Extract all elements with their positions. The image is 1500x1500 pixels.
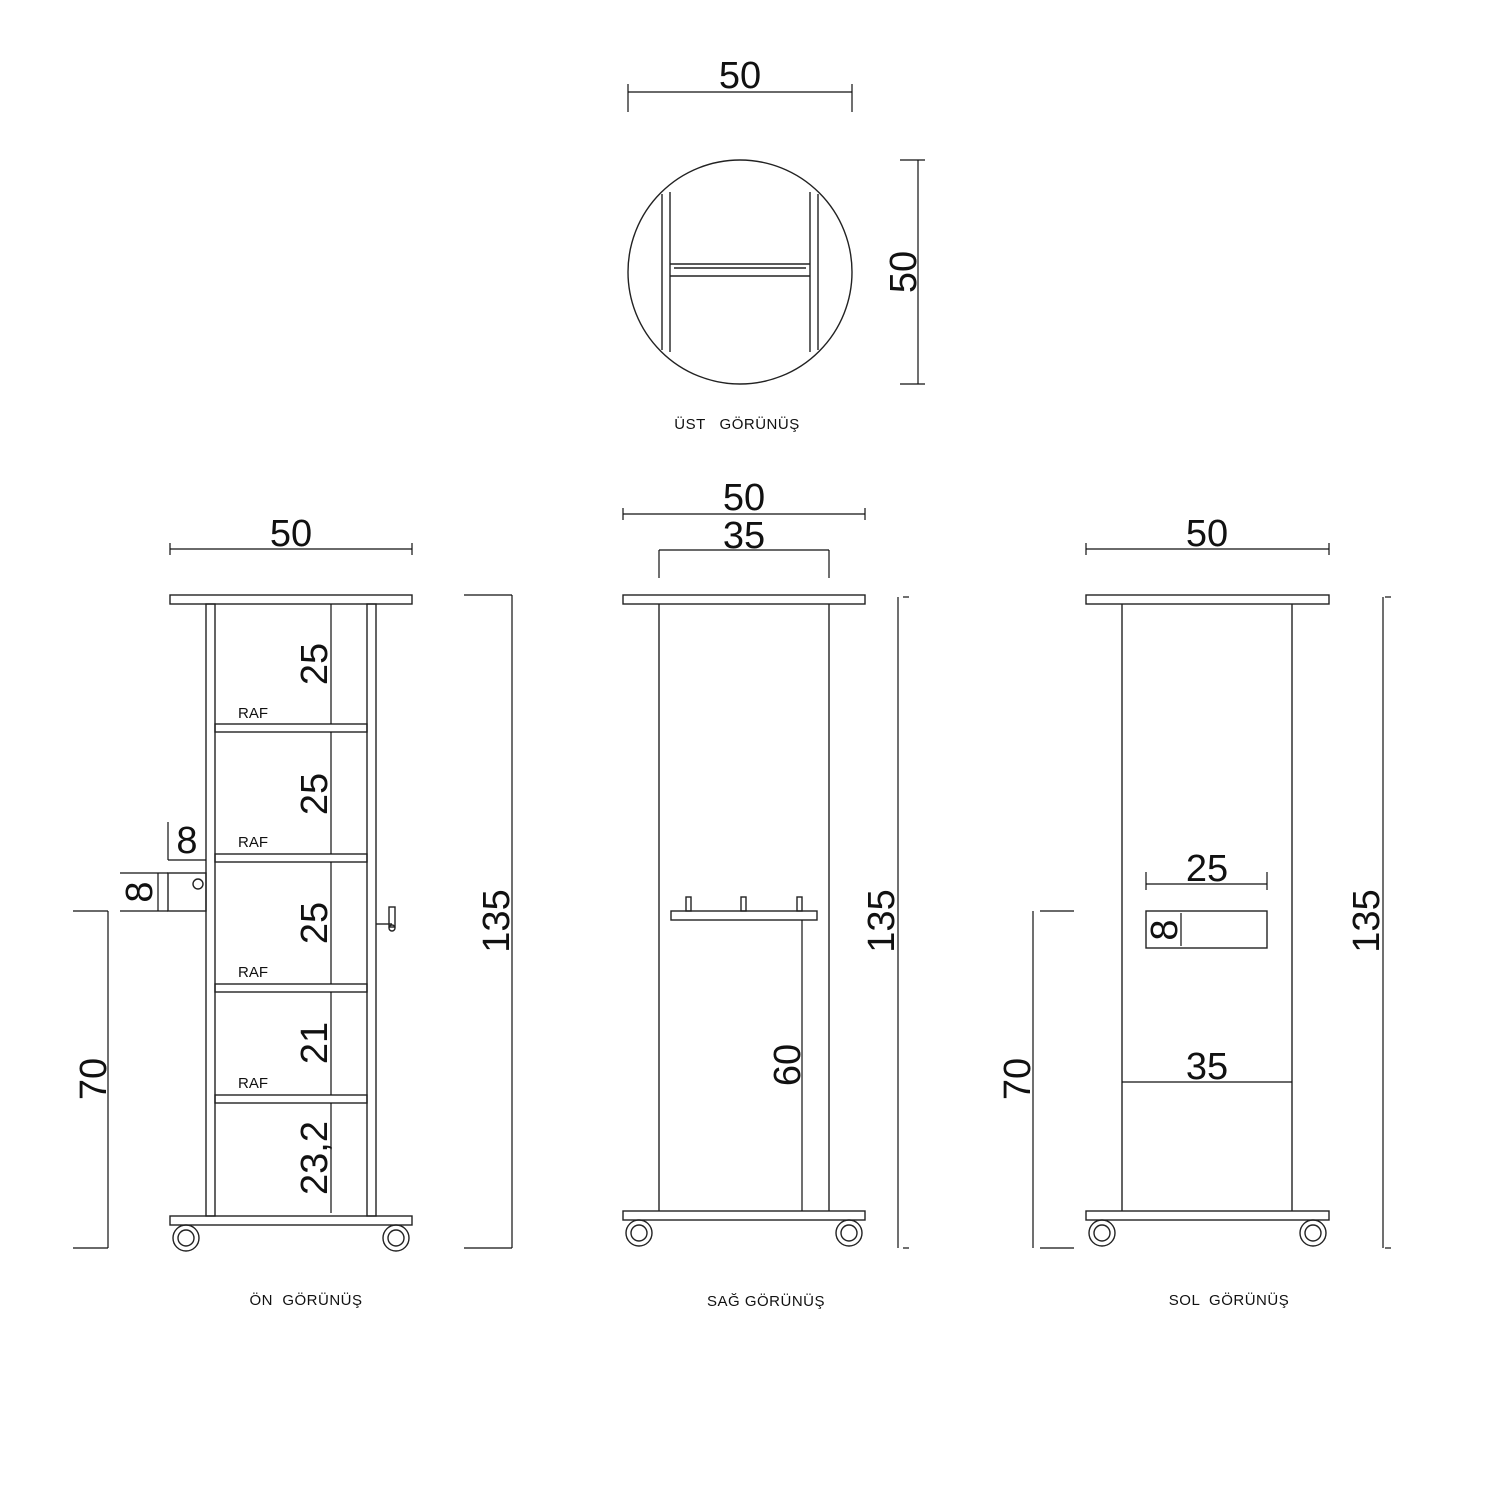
front-width-dimension: 50 bbox=[169, 513, 413, 555]
front-top-plate bbox=[169, 594, 413, 605]
right-depth-dimension: 35 bbox=[658, 515, 830, 578]
front-shelf-2 bbox=[214, 853, 368, 863]
front-side-box bbox=[167, 872, 207, 912]
top-view-caption: ÜST GÖRÜNÜŞ bbox=[674, 415, 799, 433]
front-handle-width-dimension: 8 bbox=[167, 820, 206, 862]
front-shelf-label-4: RAF bbox=[238, 1075, 268, 1092]
front-width-label: 50 bbox=[270, 513, 312, 555]
right-height-dimension: 135 bbox=[861, 596, 909, 1249]
left-inner-width-label: 35 bbox=[1186, 1046, 1228, 1088]
front-compartment-dimensions: 25 25 25 21 23,2 bbox=[294, 604, 336, 1213]
front-bottom-plate bbox=[169, 1215, 413, 1226]
left-height-dimension: 135 bbox=[1346, 596, 1391, 1249]
top-width-dimension: 50 bbox=[627, 55, 853, 112]
right-view-caption: SAĞ GÖRÜNÜŞ bbox=[707, 1292, 825, 1310]
left-slot bbox=[1145, 910, 1268, 949]
left-slot-width-dimension: 25 bbox=[1145, 848, 1268, 890]
left-wheel-left bbox=[1088, 1219, 1116, 1247]
front-compartment-2: 25 bbox=[294, 773, 336, 815]
front-compartment-1: 25 bbox=[294, 643, 336, 685]
front-bottom-offset-label: 70 bbox=[73, 1058, 115, 1100]
front-shelf-label-2: RAF bbox=[238, 834, 268, 851]
top-frame bbox=[661, 192, 819, 352]
round-table-top bbox=[627, 159, 853, 385]
front-compartment-3: 25 bbox=[294, 902, 336, 944]
left-wheel-right bbox=[1299, 1219, 1327, 1247]
left-width-dimension: 50 bbox=[1085, 513, 1330, 555]
right-top-plate bbox=[622, 594, 866, 605]
top-depth-label: 50 bbox=[883, 251, 925, 293]
front-view: 50 RAF RAF RAF RAF 25 25 25 21 23,2 bbox=[73, 513, 518, 1309]
front-compartment-4: 21 bbox=[294, 1022, 336, 1064]
front-wheel-right bbox=[382, 1224, 410, 1252]
left-view-caption: SOL GÖRÜNÜŞ bbox=[1169, 1291, 1289, 1309]
front-shelf-4 bbox=[214, 1094, 368, 1104]
front-wheel-left bbox=[172, 1224, 200, 1252]
front-shelf-3 bbox=[214, 983, 368, 993]
left-bottom-plate bbox=[1085, 1210, 1330, 1221]
front-handle-height-label: 8 bbox=[119, 881, 161, 902]
front-shelf-1 bbox=[214, 723, 368, 733]
top-depth-dimension: 50 bbox=[883, 159, 925, 385]
right-height-label: 135 bbox=[861, 889, 903, 952]
front-view-caption: ÖN GÖRÜNÜŞ bbox=[249, 1291, 362, 1309]
right-view: 50 35 60 bbox=[622, 477, 909, 1310]
right-width-dimension: 50 bbox=[622, 477, 866, 520]
front-side-knob bbox=[192, 878, 204, 890]
right-width-label: 50 bbox=[723, 477, 765, 519]
right-depth-label: 35 bbox=[723, 515, 765, 557]
right-hook-height-label: 60 bbox=[767, 1044, 809, 1086]
left-top-plate bbox=[1085, 594, 1330, 605]
front-bottom-offset-dimension: 70 bbox=[73, 910, 115, 1249]
front-height-dimension: 135 bbox=[464, 594, 518, 1249]
front-shelf-label-1: RAF bbox=[238, 705, 268, 722]
front-shelf-label-3: RAF bbox=[238, 964, 268, 981]
left-view: 50 25 8 35 bbox=[997, 513, 1391, 1309]
front-right-board bbox=[366, 603, 377, 1217]
front-height-label: 135 bbox=[476, 889, 518, 952]
right-wheel-left bbox=[625, 1219, 653, 1247]
right-hook-rail bbox=[670, 896, 818, 921]
left-slot-width-label: 25 bbox=[1186, 848, 1228, 890]
right-bottom-plate bbox=[622, 1210, 866, 1221]
right-hook-height-dimension: 60 bbox=[767, 920, 809, 1211]
front-compartment-5: 23,2 bbox=[294, 1121, 336, 1195]
top-width-label: 50 bbox=[719, 55, 761, 97]
front-handle-width-label: 8 bbox=[176, 820, 197, 862]
left-width-label: 50 bbox=[1186, 513, 1228, 555]
left-bottom-offset-dimension: 70 bbox=[997, 910, 1074, 1249]
front-left-board bbox=[205, 603, 216, 1217]
left-height-label: 135 bbox=[1346, 889, 1388, 952]
left-slot-height-dimension: 8 bbox=[1144, 913, 1186, 946]
left-inner-width-dimension: 35 bbox=[1122, 1046, 1292, 1088]
front-hook bbox=[376, 906, 396, 932]
front-handle-height-dimension: 8 bbox=[119, 872, 168, 912]
top-view: 50 50 ÜST GÖRÜNÜŞ bbox=[627, 55, 925, 433]
left-bottom-offset-label: 70 bbox=[997, 1058, 1039, 1100]
left-slot-height-label: 8 bbox=[1144, 919, 1186, 940]
right-wheel-right bbox=[835, 1219, 863, 1247]
